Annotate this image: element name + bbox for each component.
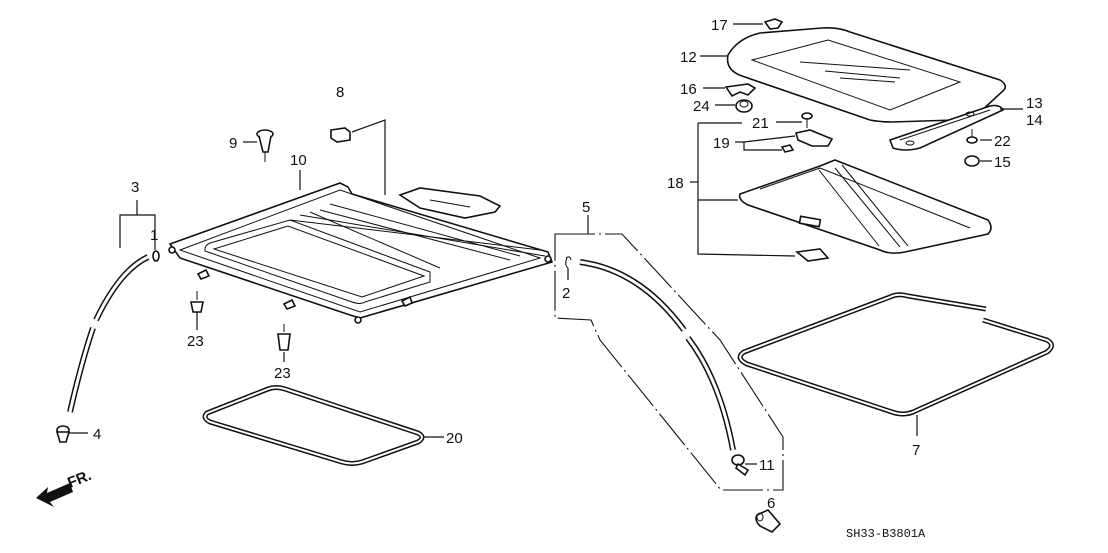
part-9-plug[interactable] [256, 129, 274, 162]
part-2-clip[interactable] [565, 256, 572, 269]
callout-16: 16 [680, 81, 697, 98]
part-13-14-rail[interactable] [888, 104, 1005, 151]
callout-17: 17 [711, 17, 728, 34]
part-7-seal[interactable] [737, 292, 1054, 417]
callout-22: 22 [994, 133, 1011, 150]
callout-5: 5 [582, 199, 590, 216]
callout-4: 4 [93, 426, 101, 443]
callout-10: 10 [290, 152, 307, 169]
part-22-bolt[interactable] [966, 129, 978, 144]
callout-11: 11 [759, 457, 775, 474]
part-11-drain-valve[interactable] [731, 454, 750, 477]
front-direction-arrow: FR. [36, 467, 94, 507]
callout-23-b: 23 [274, 365, 291, 382]
part-23-grommet-b[interactable] [277, 324, 291, 351]
callout-2: 2 [562, 285, 570, 302]
callout-20: 20 [446, 430, 463, 447]
part-16-bracket[interactable] [724, 83, 757, 98]
part-4-drain-valve[interactable] [55, 425, 71, 443]
part-5-drain-tube-rear[interactable] [579, 259, 736, 451]
part-17-clip[interactable] [763, 18, 784, 30]
callout-19: 19 [713, 135, 730, 152]
part-23-grommet-a[interactable] [190, 291, 204, 313]
callout-18: 18 [667, 175, 684, 192]
callout-7: 7 [912, 442, 920, 459]
callout-24: 24 [693, 98, 710, 115]
part-12-glass-panel[interactable] [726, 27, 1007, 123]
callout-8: 8 [336, 84, 344, 101]
callout-21: 21 [752, 115, 769, 132]
part-3-drain-tube-front[interactable] [67, 254, 150, 413]
part-8-bracket[interactable] [330, 127, 351, 143]
part-1-clip[interactable] [152, 250, 160, 262]
diagram-code: SH33-B3801A [846, 527, 926, 541]
callout-12: 12 [680, 49, 697, 66]
callout-9: 9 [229, 135, 237, 152]
part-20-seal[interactable] [202, 385, 425, 466]
callout-14: 14 [1026, 112, 1043, 129]
callout-6: 6 [767, 495, 775, 512]
front-direction-label: FR. [65, 467, 94, 492]
part-19-bracket[interactable] [780, 129, 834, 153]
part-10-frame[interactable] [168, 182, 554, 324]
part-6-drain-joint[interactable] [755, 509, 782, 533]
callout-13: 13 [1026, 95, 1043, 112]
part-24-nut[interactable] [735, 99, 753, 113]
callout-15: 15 [994, 154, 1011, 171]
callout-1: 1 [150, 227, 158, 244]
part-21-screw[interactable] [801, 112, 813, 128]
callout-3: 3 [131, 179, 139, 196]
part-15-clip[interactable] [964, 155, 980, 167]
callout-23-a: 23 [187, 333, 204, 350]
part-18-sunshade[interactable] [738, 159, 992, 262]
